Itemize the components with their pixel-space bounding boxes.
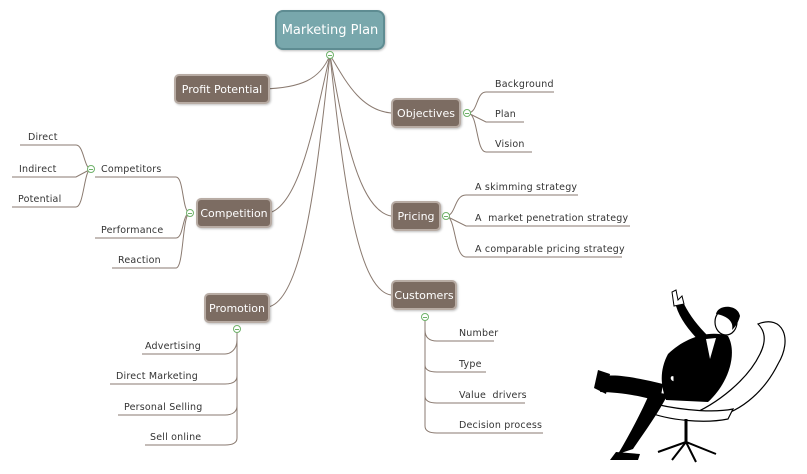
collapse-toggle-competitors[interactable]: [87, 165, 95, 173]
leaf-competitors[interactable]: Competitors: [101, 164, 162, 175]
leaf-background[interactable]: Background: [495, 79, 554, 90]
leaf-vision[interactable]: Vision: [495, 139, 525, 150]
leaf-advertising[interactable]: Advertising: [145, 341, 201, 352]
collapse-toggle-pricing[interactable]: [442, 212, 450, 220]
leaf-personal-selling[interactable]: Personal Selling: [124, 402, 203, 413]
collapse-toggle-customers[interactable]: [421, 313, 429, 321]
root-node-marketing-plan[interactable]: Marketing Plan: [275, 10, 385, 50]
businessman-in-chair-illustration: [594, 289, 786, 463]
branch-promotion[interactable]: Promotion: [204, 293, 270, 323]
leaf-reaction[interactable]: Reaction: [118, 255, 161, 266]
collapse-toggle-root[interactable]: [326, 51, 334, 59]
leaf-market-penetration-strategy[interactable]: A market penetration strategy: [475, 213, 629, 224]
leaf-type[interactable]: Type: [459, 359, 482, 370]
leaf-performance[interactable]: Performance: [101, 225, 164, 236]
collapse-toggle-competition[interactable]: [186, 209, 194, 217]
branch-competition[interactable]: Competition: [196, 198, 272, 228]
branch-customers[interactable]: Customers: [391, 280, 457, 310]
branch-label: Customers: [394, 288, 454, 302]
collapse-toggle-objectives[interactable]: [463, 109, 471, 117]
branch-pricing[interactable]: Pricing: [391, 201, 441, 231]
branch-label: Pricing: [397, 209, 435, 223]
leaf-skimming-strategy[interactable]: A skimming strategy: [475, 182, 578, 193]
leaf-comparable-pricing-strategy[interactable]: A comparable pricing strategy: [475, 244, 625, 255]
leaf-sell-online[interactable]: Sell online: [150, 432, 202, 443]
leaf-potential[interactable]: Potential: [18, 194, 62, 205]
branch-label: Competition: [200, 206, 268, 220]
branch-label: Profit Potential: [181, 82, 263, 96]
leaf-direct[interactable]: Direct: [28, 132, 58, 143]
leaf-decision-process[interactable]: Decision process: [459, 420, 543, 431]
leaf-number[interactable]: Number: [459, 328, 499, 339]
branch-profit-potential[interactable]: Profit Potential: [174, 74, 270, 104]
branch-label: Objectives: [397, 106, 455, 120]
leaf-value-drivers[interactable]: Value drivers: [459, 390, 527, 401]
root-node-label: Marketing Plan: [281, 22, 379, 38]
leaf-direct-marketing[interactable]: Direct Marketing: [116, 371, 199, 382]
branch-label: Promotion: [209, 301, 265, 315]
branch-objectives[interactable]: Objectives: [391, 98, 461, 128]
leaf-indirect[interactable]: Indirect: [19, 164, 57, 175]
collapse-toggle-promotion[interactable]: [233, 325, 241, 333]
leaf-plan[interactable]: Plan: [495, 109, 517, 120]
